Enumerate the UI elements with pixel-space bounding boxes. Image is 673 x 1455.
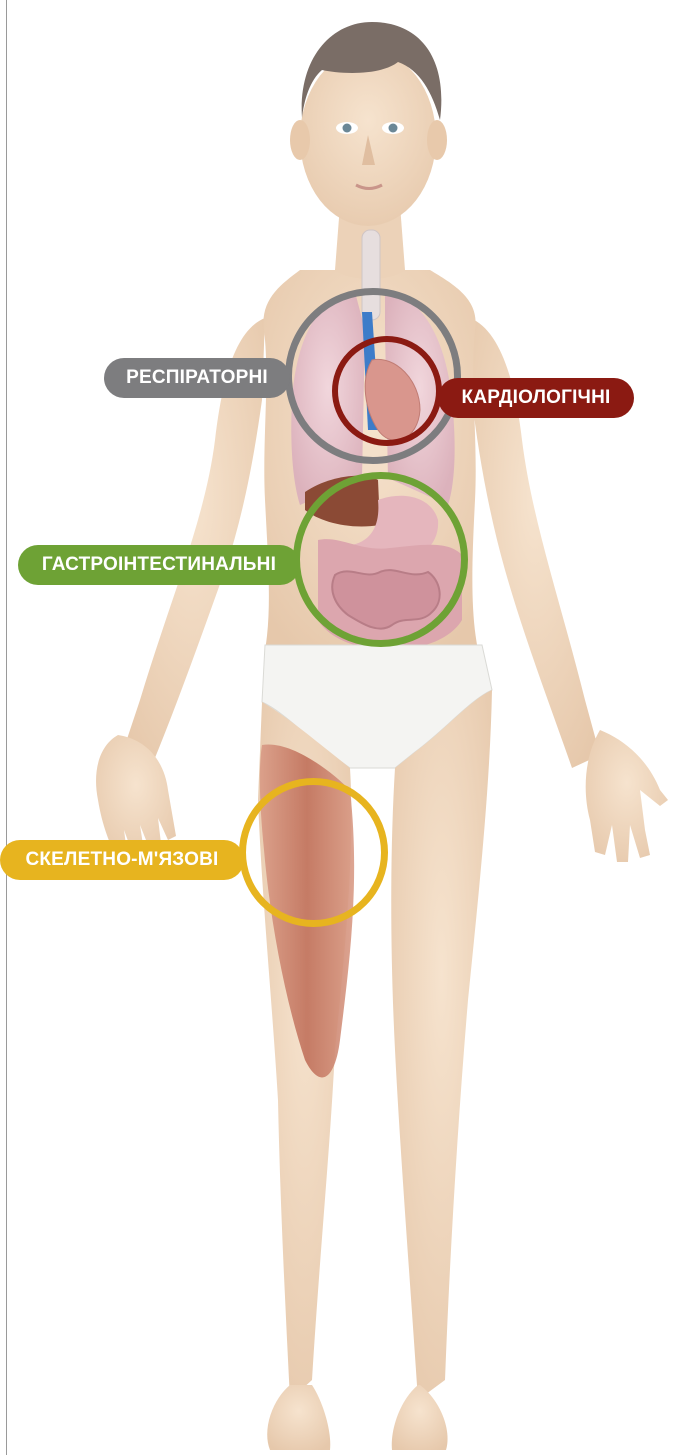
- respiratory-label: РЕСПІРАТОРНІ: [104, 358, 290, 398]
- right-hand: [586, 730, 668, 862]
- right-ear: [427, 120, 447, 160]
- right-foot: [392, 1385, 448, 1450]
- trachea: [362, 230, 380, 320]
- gastro-label: ГАСТРОІНТЕСТИНАЛЬНІ: [18, 545, 300, 585]
- left-ear: [290, 120, 310, 160]
- cardiac-label: КАРДІОЛОГІЧНІ: [438, 378, 634, 418]
- musculoskeletal-label: СКЕЛЕТНО-М'ЯЗОВІ: [0, 840, 244, 880]
- left-foot: [267, 1385, 330, 1450]
- right-leg: [391, 690, 492, 1400]
